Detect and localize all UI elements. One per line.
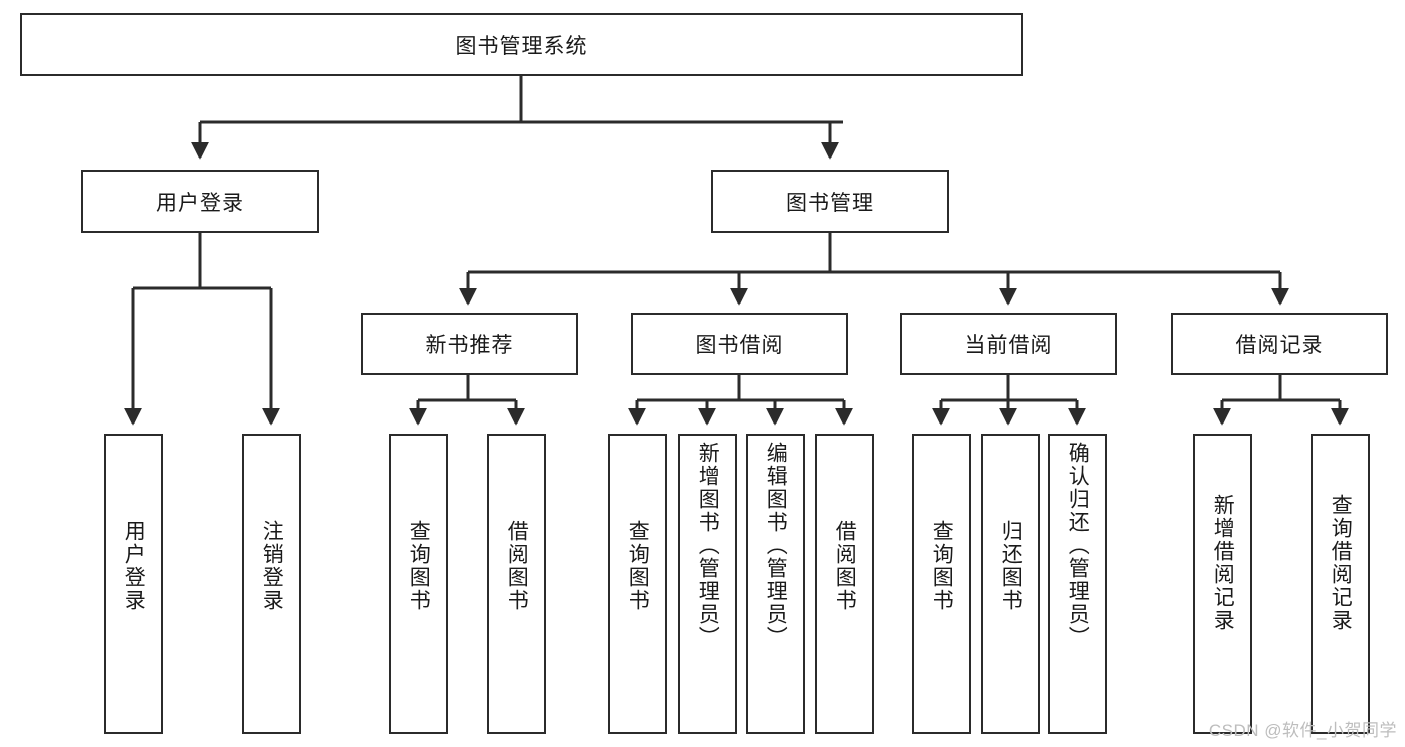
watermark-text: CSDN @软件_小贺同学 (1208, 721, 1397, 740)
node-book-borrow[interactable]: 图书借阅 (631, 313, 848, 375)
node-leaf-query-book-2[interactable]: 查询图书 (608, 434, 667, 734)
node-label: 查询图书 (930, 520, 954, 612)
node-leaf-query-borrow-record[interactable]: 查询借阅记录 (1311, 434, 1370, 734)
node-label: 归还图书 (999, 520, 1023, 612)
node-leaf-return-book[interactable]: 归还图书 (981, 434, 1040, 734)
node-book-management-system[interactable]: 图书管理系统 (20, 13, 1023, 76)
node-leaf-user-login[interactable]: 用户登录 (104, 434, 163, 734)
node-label: 图书管理 (786, 191, 874, 215)
node-leaf-query-book-1[interactable]: 查询图书 (389, 434, 448, 734)
node-leaf-confirm-return[interactable]: 确认归还（管理员） (1048, 434, 1107, 734)
node-label: 注销登录 (260, 520, 284, 612)
node-leaf-add-borrow-record[interactable]: 新增借阅记录 (1193, 434, 1252, 734)
node-label: 借阅图书 (833, 520, 857, 612)
node-current-borrow[interactable]: 当前借阅 (900, 313, 1117, 375)
node-leaf-add-book[interactable]: 新增图书（管理员） (678, 434, 737, 734)
node-label: 编辑图书（管理员） (764, 442, 788, 649)
node-label: 查询借阅记录 (1329, 494, 1353, 632)
node-label: 查询图书 (407, 520, 431, 612)
node-label: 图书管理系统 (455, 34, 588, 58)
node-label: 当前借阅 (964, 334, 1053, 357)
node-label: 借阅记录 (1235, 334, 1324, 357)
node-label: 用户登录 (122, 520, 146, 612)
node-book-management[interactable]: 图书管理 (711, 170, 949, 233)
node-new-book-recommend[interactable]: 新书推荐 (361, 313, 578, 375)
node-leaf-borrow-book-1[interactable]: 借阅图书 (487, 434, 546, 734)
node-leaf-query-book-3[interactable]: 查询图书 (912, 434, 971, 734)
node-label: 新增借阅记录 (1211, 494, 1235, 632)
node-leaf-user-logout[interactable]: 注销登录 (242, 434, 301, 734)
node-label: 图书借阅 (695, 334, 784, 357)
node-leaf-edit-book[interactable]: 编辑图书（管理员） (746, 434, 805, 734)
node-label: 新书推荐 (425, 334, 514, 357)
node-borrow-record[interactable]: 借阅记录 (1171, 313, 1388, 375)
node-label: 确认归还（管理员） (1066, 442, 1090, 649)
node-leaf-borrow-book-2[interactable]: 借阅图书 (815, 434, 874, 734)
node-label: 用户登录 (156, 191, 244, 215)
node-label: 新增图书（管理员） (696, 442, 720, 649)
node-user-login[interactable]: 用户登录 (81, 170, 319, 233)
node-label: 借阅图书 (505, 520, 529, 612)
node-label: 查询图书 (626, 520, 650, 612)
